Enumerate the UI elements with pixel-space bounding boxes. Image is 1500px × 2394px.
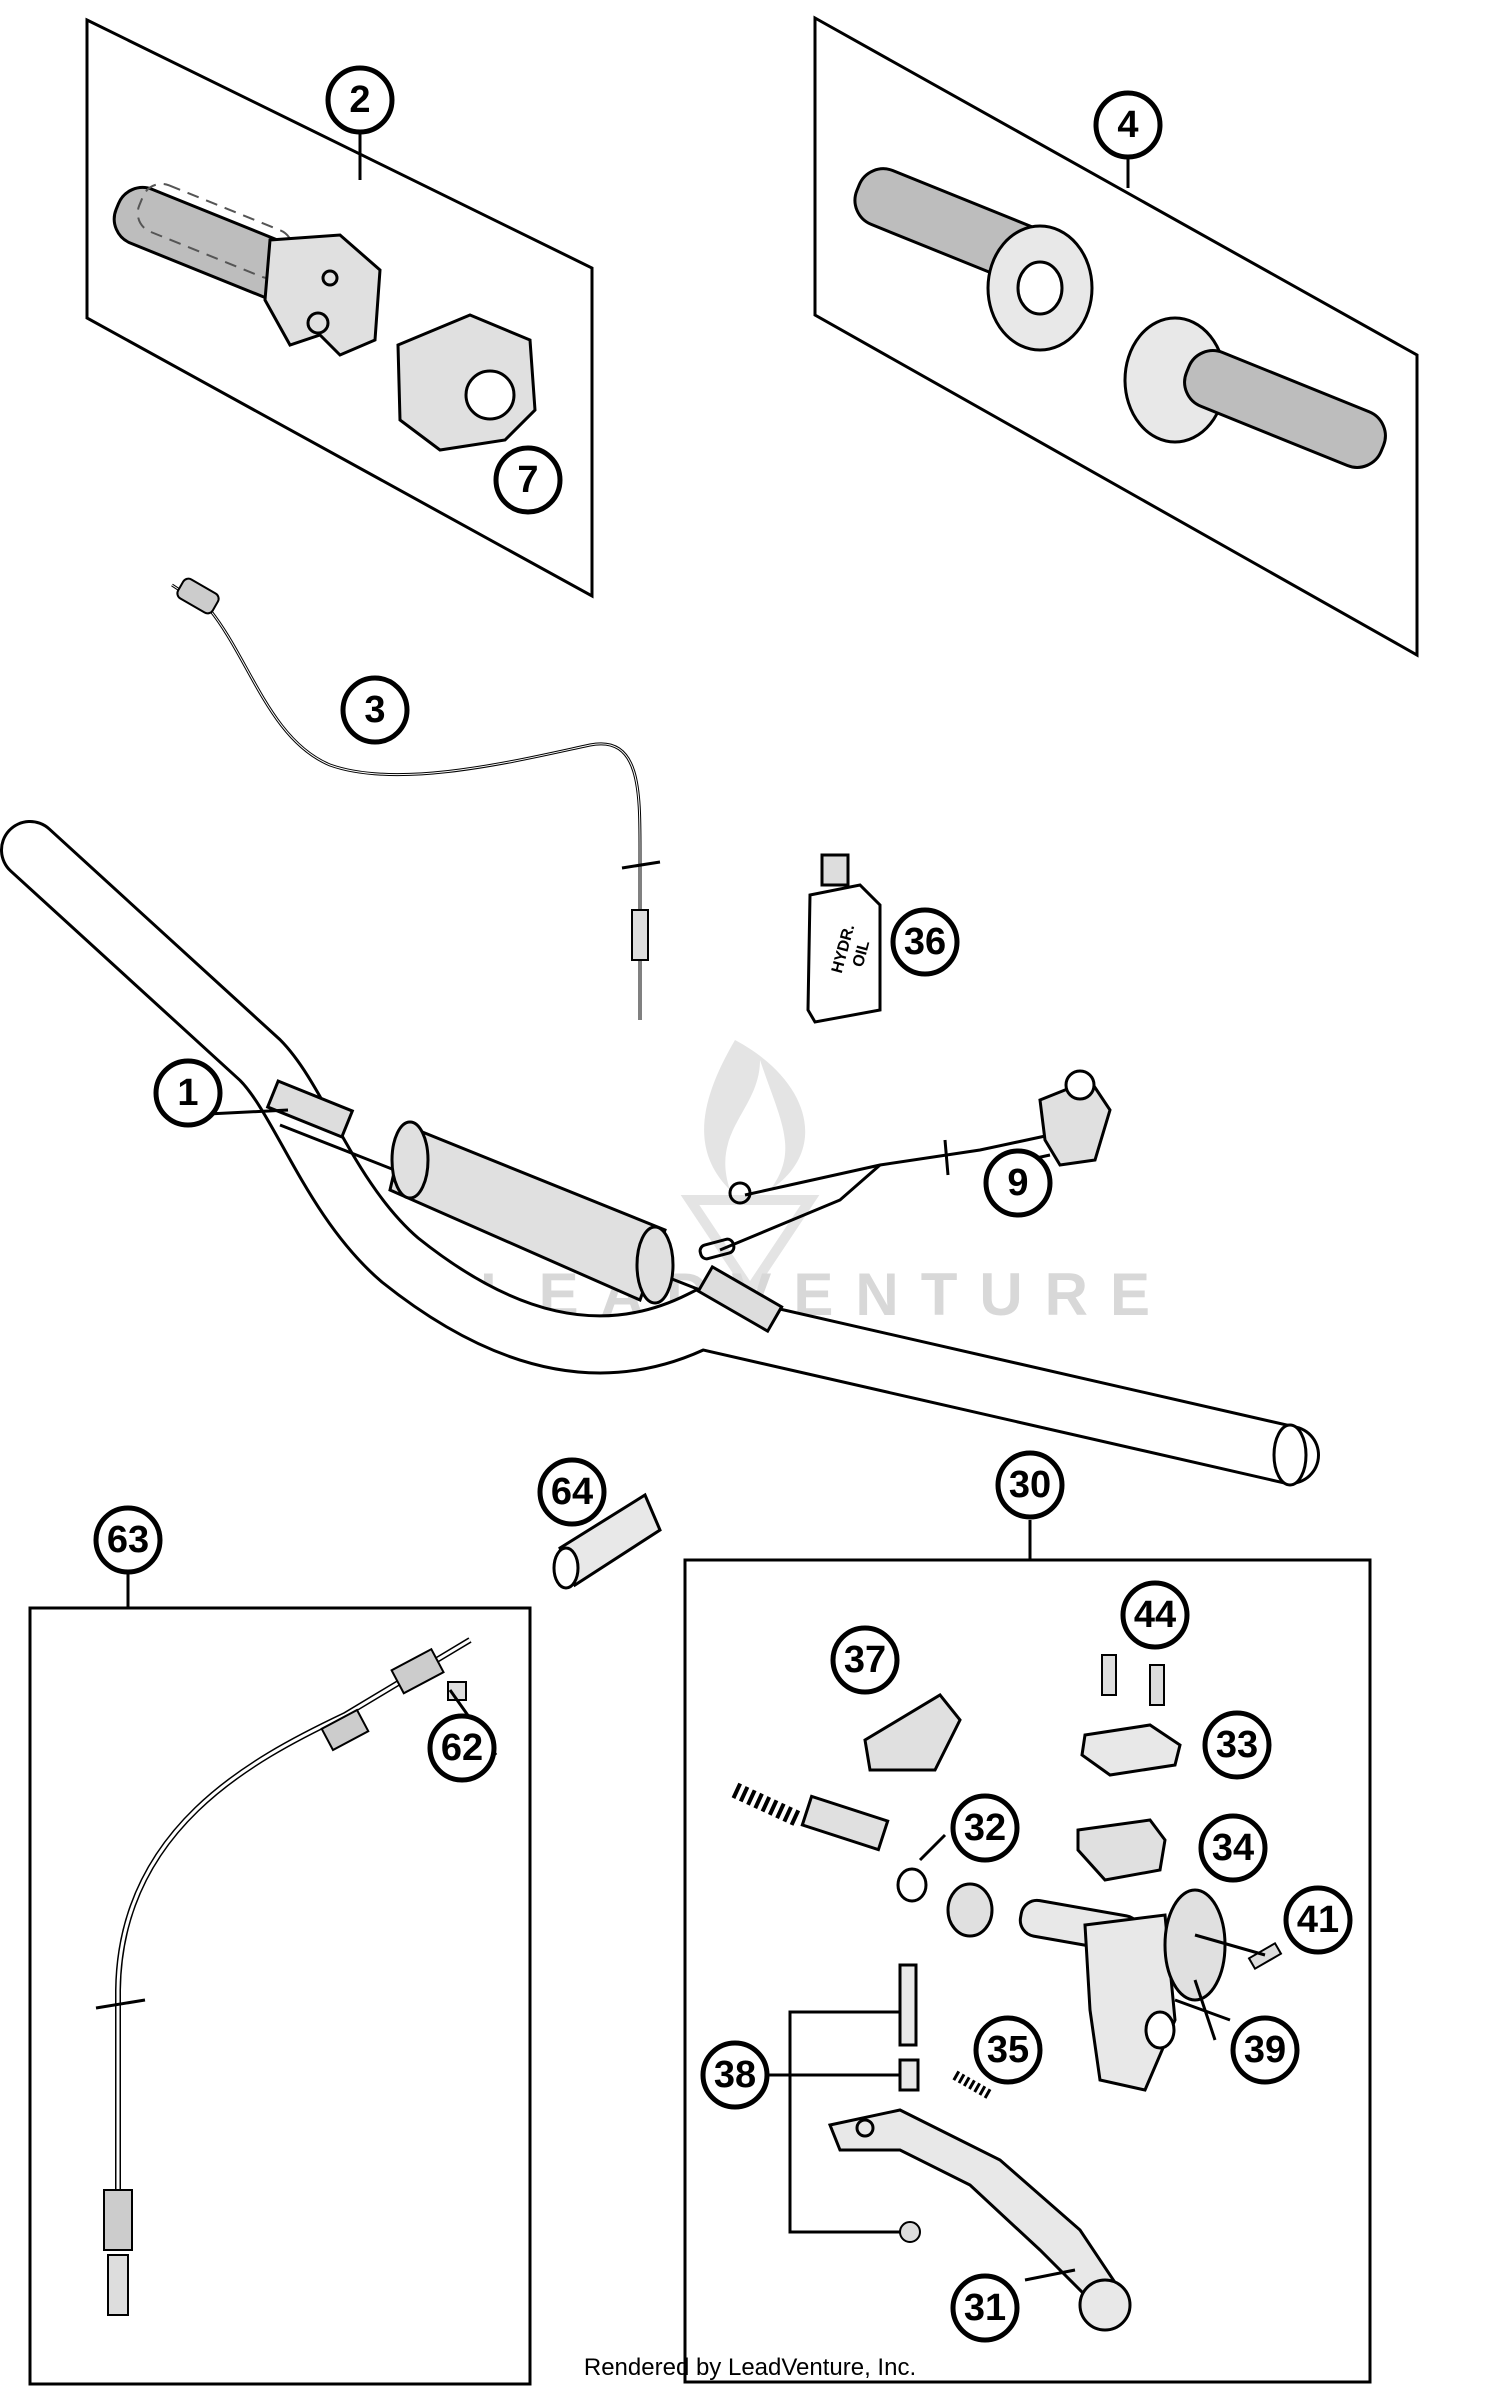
callout-label: 9 — [1007, 1162, 1028, 1204]
rendered-by-footer: Rendered by LeadVenture, Inc. — [583, 2354, 917, 2381]
clutch-cable — [95, 1637, 472, 2316]
callout-3: 3 — [340, 675, 410, 745]
pivot-bolt-38 — [760, 1963, 921, 2243]
bolt-41 — [1247, 1941, 1283, 1971]
rubber-boot — [552, 1492, 662, 1590]
callout-41: 41 — [1283, 1885, 1353, 1955]
panel-throttle-grip — [85, 17, 594, 599]
clamp-37 — [863, 1693, 962, 1772]
callout-63: 63 — [93, 1505, 163, 1575]
watermark-v-icon — [680, 1195, 820, 1300]
callout-label: 34 — [1212, 1827, 1254, 1869]
callout-34: 34 — [1198, 1813, 1268, 1883]
callout-36: 36 — [890, 907, 960, 977]
panel-outline — [28, 1606, 532, 2386]
callout-label: 41 — [1297, 1899, 1339, 1941]
piston-spring — [731, 1782, 994, 1938]
panel-outline — [85, 17, 594, 599]
callout-35: 35 — [973, 2015, 1043, 2085]
callout-64: 64 — [537, 1457, 607, 1527]
callout-30: 30 — [995, 1450, 1065, 1520]
throttle-cable — [171, 577, 661, 1020]
callout-31: 31 — [950, 2273, 1020, 2343]
callout-label: 39 — [1244, 2029, 1286, 2071]
callout-7: 7 — [493, 445, 563, 515]
panel-grip-set — [813, 15, 1419, 658]
master-cylinder-39 — [1018, 1888, 1231, 2092]
brake-lever-31 — [827, 2108, 1132, 2332]
callout-2: 2 — [325, 65, 395, 135]
callout-33: 33 — [1202, 1710, 1272, 1780]
hydraulic-oil-bottle: HYDR. OIL — [806, 853, 882, 1024]
crossbar-pad — [388, 1120, 675, 1305]
panel-clutch-cable — [28, 1574, 532, 2386]
callout-label: 62 — [441, 1727, 483, 1769]
callout-label: 44 — [1134, 1594, 1176, 1636]
kill-switch — [698, 1069, 1112, 1261]
callout-39: 39 — [1230, 2015, 1300, 2085]
panel-outline — [813, 15, 1419, 658]
callout-label: 37 — [844, 1639, 886, 1681]
callout-32: 32 — [950, 1793, 1020, 1863]
callout-label: 32 — [964, 1807, 1006, 1849]
callout-44: 44 — [1120, 1580, 1190, 1650]
throttle-grip — [112, 182, 382, 357]
callout-label: 4 — [1117, 104, 1138, 146]
callout-label: 7 — [517, 459, 538, 501]
throttle-housing-cover — [396, 313, 537, 452]
grip-left — [853, 167, 1094, 352]
grip-right — [1123, 316, 1387, 469]
screws-44 — [1101, 1654, 1165, 1706]
callout-label: 3 — [364, 689, 385, 731]
spring-35 — [952, 2070, 993, 2100]
reservoir-cover-33 — [1080, 1723, 1182, 1777]
callout-38: 38 — [700, 2040, 770, 2110]
callout-label: 38 — [714, 2054, 756, 2096]
panel-hand-brake — [683, 1520, 1372, 2384]
watermark-flame-icon — [704, 1040, 806, 1190]
callout-label: 35 — [987, 2029, 1029, 2071]
callout-1: 1 — [153, 1058, 223, 1128]
callout-label: 1 — [177, 1072, 198, 1114]
callout-label: 33 — [1216, 1724, 1258, 1766]
callout-label: 2 — [349, 79, 370, 121]
handlebar — [0, 820, 1320, 1487]
callout-label: 64 — [551, 1471, 593, 1513]
panel-outline — [683, 1558, 1372, 2384]
diaphragm-34 — [1076, 1818, 1167, 1882]
callout-label: 63 — [107, 1519, 149, 1561]
callout-label: 31 — [964, 2287, 1006, 2329]
callout-label: 36 — [904, 921, 946, 963]
callout-4: 4 — [1093, 90, 1163, 160]
bottle-label-line2: OIL — [850, 939, 873, 969]
callout-label: 30 — [1009, 1464, 1051, 1506]
callout-62: 62 — [427, 1713, 497, 1783]
callout-37: 37 — [830, 1625, 900, 1695]
callout-9: 9 — [983, 1148, 1053, 1218]
